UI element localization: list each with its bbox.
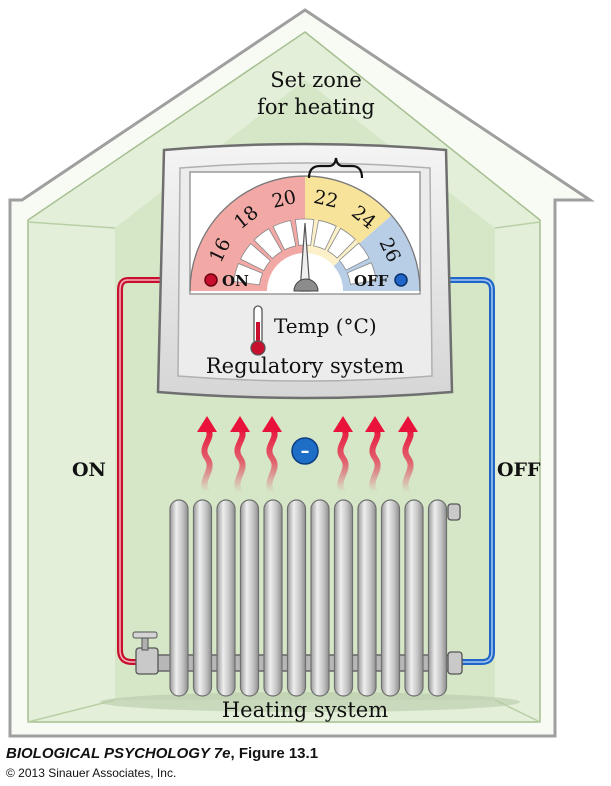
- dial-tick-segment: [338, 242, 370, 271]
- thermometer-icon: [250, 305, 266, 356]
- dial-zone-set: [305, 176, 392, 244]
- radiator-fin: [169, 499, 189, 697]
- set-zone-brace: [307, 157, 364, 179]
- dial-tick-segment: [313, 219, 337, 251]
- caption-figure-number: , Figure 13.1: [230, 745, 319, 762]
- needle-hub: [293, 278, 319, 292]
- heat-arrow-icon: [365, 416, 385, 495]
- radiator-fin: [404, 499, 424, 697]
- dial-zone-on: [190, 176, 305, 291]
- radiator: [132, 499, 463, 697]
- temp-label: Temp (°C): [274, 314, 377, 338]
- on-contact-dot: [204, 273, 218, 287]
- dial-needle: [293, 222, 319, 292]
- radiator-top-cap: [447, 503, 461, 521]
- dial-outline: [189, 175, 421, 292]
- set-zone-label-line2: for heating: [257, 95, 375, 119]
- dial-off-label: OFF: [354, 272, 389, 290]
- floor-shadow: [100, 692, 520, 712]
- radiator-valve: [135, 647, 159, 675]
- heat-arrow-icon: [230, 416, 250, 495]
- thermostat-dial: [189, 175, 421, 292]
- off-side-label: OFF: [497, 459, 541, 481]
- valve-handle: [132, 631, 158, 639]
- heat-arrow-icon: [398, 416, 418, 495]
- dial-on-label: ON: [222, 272, 249, 290]
- minus-sign-icon: [291, 437, 319, 465]
- radiator-fin: [310, 499, 330, 697]
- radiator-fins: [169, 499, 448, 697]
- off-wire-highlight: [400, 279, 493, 663]
- dial-tick-segment: [253, 228, 283, 260]
- radiator-fin: [216, 499, 236, 697]
- radiator-fin: [333, 499, 354, 697]
- figure-caption-copyright: © 2013 Sinauer Associates, Inc.: [6, 766, 177, 780]
- minus-symbol: –: [301, 441, 310, 462]
- dial-tick-label: 22: [312, 186, 340, 213]
- heat-arrows: [197, 416, 418, 495]
- radiator-fin: [239, 499, 260, 697]
- dial-tick-label: 20: [270, 186, 298, 213]
- set-zone-label-line1: Set zone: [270, 68, 362, 92]
- dial-tick-segment: [233, 262, 264, 286]
- figure-caption-title: BIOLOGICAL PSYCHOLOGY 7e, Figure 13.1: [6, 745, 318, 762]
- heat-arrow-icon: [197, 416, 217, 495]
- on-wire-highlight: [119, 279, 210, 663]
- dial-tick-segment: [272, 219, 297, 251]
- heat-arrow-icon: [262, 416, 282, 495]
- radiator-fin: [427, 499, 448, 697]
- regulatory-system-label: Regulatory system: [206, 354, 404, 378]
- on-side-label: ON: [72, 459, 106, 481]
- dial-tick-segment: [346, 262, 377, 285]
- off-contact-dot: [394, 273, 408, 287]
- radiator-fin: [263, 499, 283, 697]
- dial-tick-segment: [239, 243, 271, 272]
- radiator-fin: [380, 499, 401, 697]
- radiator-fin: [286, 499, 307, 697]
- heat-arrow-icon: [333, 416, 353, 495]
- radiator-fin: [357, 499, 377, 697]
- dial-tick-segment: [327, 227, 356, 259]
- caption-book-title: BIOLOGICAL PSYCHOLOGY 7e: [6, 745, 231, 762]
- heating-system-label: Heating system: [222, 698, 388, 722]
- radiator-end-cap: [447, 651, 463, 675]
- radiator-fin: [192, 499, 213, 697]
